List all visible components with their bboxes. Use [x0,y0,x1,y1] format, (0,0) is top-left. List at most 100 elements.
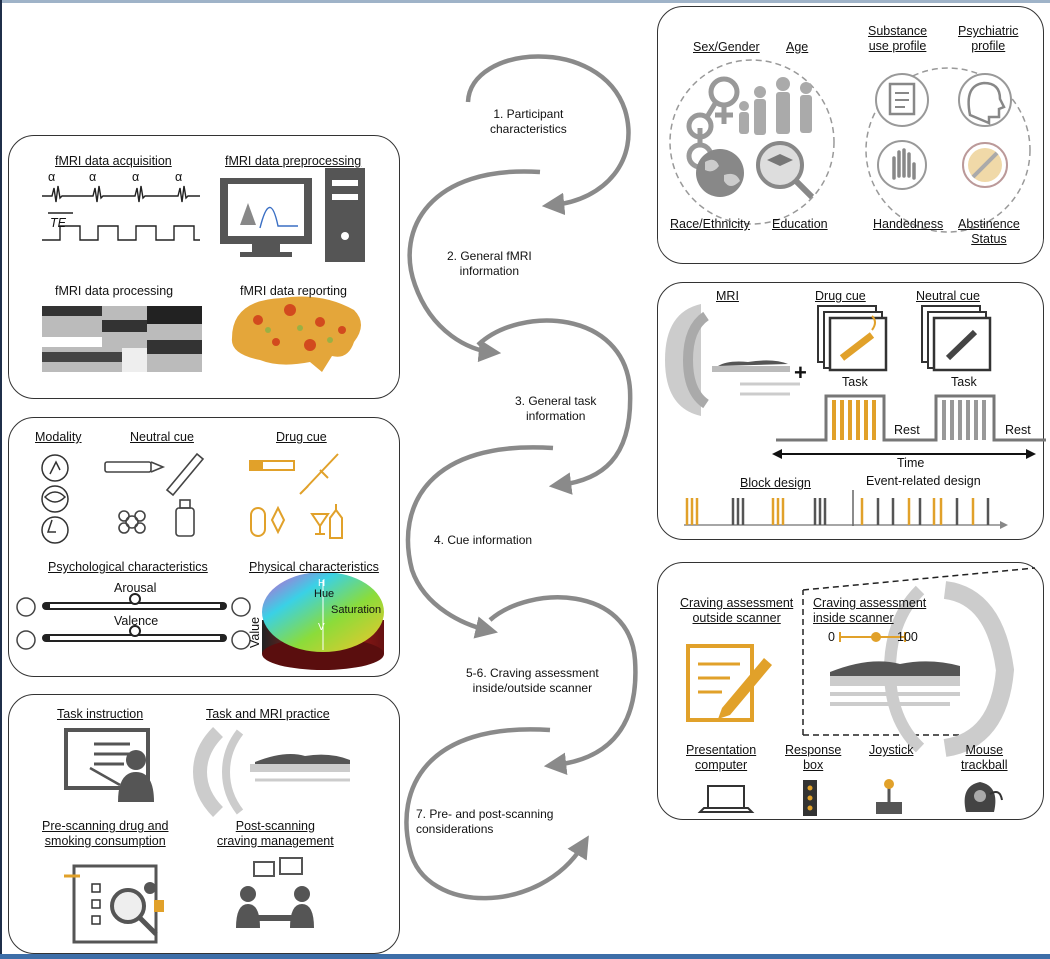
substance-label: Substance use profile [868,24,928,53]
brain-icon [231,296,361,372]
inside-label: Craving assessment inside scanner [813,596,927,625]
processing-matrix [42,306,202,372]
task-1-label: Task [842,375,868,389]
step-56-text: 5-6. Craving assessment inside/outside s… [466,666,599,695]
participant-panel [657,6,1044,264]
neutral-cue-icons [104,452,205,537]
step-4-text: 4. Cue information [434,533,533,547]
alpha-1: α [48,170,56,184]
hsv-cylinder [262,572,384,670]
step-1-label: 1. Participant characteristics [490,107,567,137]
consumption-icon [64,864,164,944]
block-design-label: Block design [740,476,811,490]
education-icon [756,141,815,200]
alpha-3: α [132,170,140,184]
design-timeline [684,490,1008,529]
drug-cue-icons [249,453,343,539]
arrow-step56 [488,595,638,775]
reporting-label: fMRI data reporting [240,284,347,298]
response-label: Response box [785,743,842,772]
education-label: Education [772,217,828,231]
step-56-label: 5-6. Craving assessment inside/outside s… [466,666,599,696]
clipboard-icon [875,73,929,127]
valence-slider [16,625,251,650]
arousal-label: Arousal [114,581,157,595]
sex-gender-label: Sex/Gender [693,40,760,54]
globe-icon [696,149,744,197]
scale-min: 0 [828,630,835,644]
arrow-step1 [465,54,631,216]
step-7-text: 7. Pre- and post-scanning considerations [416,807,554,836]
age-label: Age [786,40,809,54]
te-label: TE [50,216,66,230]
scale-max: 100 [897,630,918,644]
race-label: Race/Ethnicity [670,217,750,231]
gender-icon [686,76,740,170]
joystick-label: Joystick [869,743,914,757]
instruction-label: Task instruction [57,707,144,721]
modality-icons [41,454,69,544]
arousal-slider [16,593,251,617]
phys-label: Physical characteristics [249,560,379,574]
arrow-step3 [476,318,633,495]
event-design-label: Event-related design [866,474,981,488]
laptop-icon [697,785,755,813]
mri-scanner-icon [665,304,800,416]
computer-icon [220,168,365,262]
alpha-4: α [175,170,183,184]
inside-scanner-icon [830,581,1015,757]
cue-neutral-label: Neutral cue [130,430,194,444]
task-2-label: Task [951,375,977,389]
step-3-text: 3. General task information [515,394,597,423]
post-label: Post-scanning craving management [217,819,334,848]
practice-scanner-icon [192,727,350,817]
modality-label: Modality [35,430,82,444]
bottom-border [0,954,1050,959]
acquisition-label: fMRI data acquisition [55,154,172,168]
step-7-label: 7. Pre- and post-scanning considerations [416,807,553,837]
pulse-sequence [42,185,200,241]
saturation-label: Saturation [331,604,382,616]
neutral-cue-label: Neutral cue [916,289,980,303]
rest-1-label: Rest [894,423,920,437]
step-3-label: 3. General task information [515,394,596,424]
mri-label: MRI [716,289,739,303]
presentation-label: Presentation computer [686,743,757,772]
hue-label: Hue [314,588,335,600]
notepad-icon [686,644,772,722]
arrow-step2 [407,169,541,363]
step-1-text: 1. Participant characteristics [490,107,567,136]
cue-drug-label: Drug cue [276,430,327,444]
neutral-cue-stack [921,305,992,372]
family-icon [739,77,812,135]
abstinence-label: Abstinence Status [958,217,1020,246]
processing-label: fMRI data processing [55,284,174,298]
rest-2-label: Rest [1005,423,1031,437]
alpha-2: α [89,170,97,184]
teacher-icon [64,728,154,802]
mouse-trackball-icon [964,782,1003,812]
mouse-label: Mouse trackball [961,743,1008,772]
drug-cue-label: Drug cue [815,289,866,303]
top-border [0,0,1050,3]
head-profile-icon [958,73,1012,127]
step-4-label: 4. Cue information [434,533,532,548]
outside-label: Craving assessment outside scanner [680,596,794,625]
psychiatric-label: Psychiatric profile [958,24,1019,53]
step-2-text: 2. General fMRI information [447,249,532,278]
drug-cue-stack [817,305,888,372]
handedness-label: Handedness [873,217,944,231]
hand-icon [877,140,927,190]
v-label: V [318,622,325,633]
arrow-step4 [405,445,554,639]
pre-label: Pre-scanning drug and smoking consumptio… [42,819,169,848]
block-timeline [772,394,1046,459]
psych-label: Psychological characteristics [48,560,208,574]
time-label: Time [897,456,925,470]
